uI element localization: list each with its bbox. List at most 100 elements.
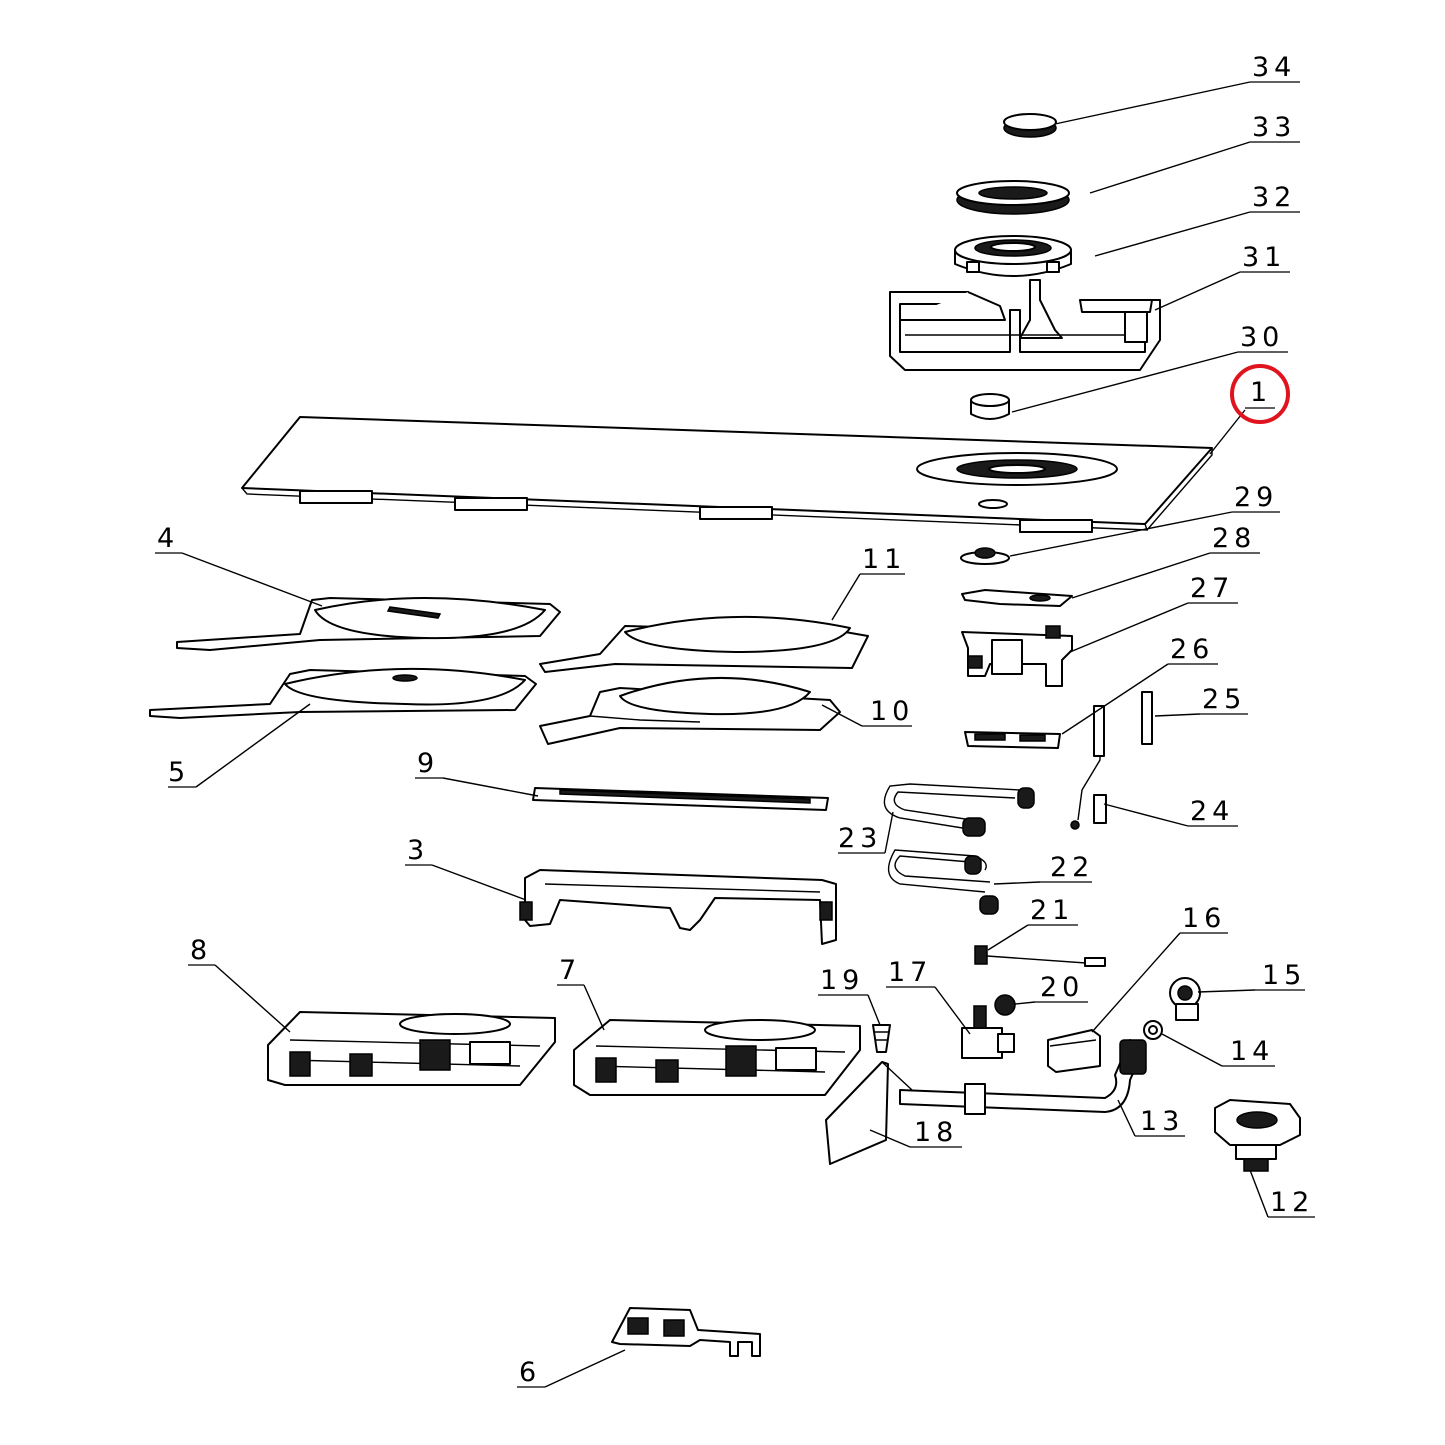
part-23-gas-pipe <box>883 783 1035 837</box>
callout-32: 32 <box>1094 182 1300 257</box>
callout-label: 3 <box>407 835 429 866</box>
callout-label: 34 <box>1252 52 1296 83</box>
part-29-seal <box>960 547 1010 565</box>
callout-12: 12 <box>1249 1169 1315 1218</box>
callout-label: 10 <box>870 696 914 727</box>
callout-label: 32 <box>1252 182 1296 213</box>
callout-label: 18 <box>914 1117 958 1148</box>
part-6-connector-module <box>611 1307 761 1357</box>
part-9-control-strip <box>532 787 829 811</box>
callout-9: 9 <box>415 748 539 797</box>
part-11-induction-coil <box>539 615 869 673</box>
highlight-circle <box>1230 364 1290 424</box>
part-32-burner-base <box>954 235 1072 277</box>
part-21-igniter-lead <box>974 945 1106 967</box>
callout-label: 1 <box>1250 377 1272 408</box>
part-8-power-board <box>267 1011 556 1086</box>
part-14-washer <box>1143 1020 1163 1040</box>
callout-label: 25 <box>1202 684 1246 715</box>
callout-label: 27 <box>1190 573 1234 604</box>
callout-20: 20 <box>1014 972 1088 1005</box>
callout-label: 33 <box>1252 112 1296 143</box>
part-4-induction-coil <box>176 597 561 651</box>
part-25-igniter-pin <box>1141 691 1153 745</box>
callout-label: 24 <box>1190 796 1234 827</box>
callout-10: 10 <box>821 696 914 727</box>
part-26-mounting-strip <box>964 731 1061 749</box>
part-10-induction-coil <box>539 676 841 745</box>
callout-label: 14 <box>1230 1036 1274 1067</box>
callout-27: 27 <box>1069 573 1238 653</box>
callout-label: 8 <box>190 935 212 966</box>
part-20-valve-nut <box>994 994 1016 1016</box>
part-30-knob-insert <box>970 393 1010 420</box>
callout-label: 20 <box>1040 972 1084 1003</box>
callout-11: 11 <box>831 544 906 621</box>
callout-label: 12 <box>1270 1187 1314 1218</box>
part-22-gas-pipe <box>887 849 999 915</box>
part-1-glass-top-plate <box>241 416 1213 533</box>
callout-label: 30 <box>1240 322 1284 353</box>
part-34-burner-cap <box>1003 113 1057 138</box>
callout-7: 7 <box>557 955 605 1031</box>
part-24-thermocouple <box>1070 705 1107 830</box>
callout-19: 19 <box>818 965 881 1026</box>
callout-label: 11 <box>862 544 906 575</box>
callout-label: 4 <box>157 523 179 554</box>
callout-label: 19 <box>820 965 864 996</box>
callout-23: 23 <box>838 811 894 854</box>
callout-17: 17 <box>886 957 971 1035</box>
callout-label: 31 <box>1242 242 1286 273</box>
callout-4: 4 <box>155 523 323 607</box>
part-12-inlet-valve <box>1214 1099 1301 1172</box>
callout-label: 23 <box>838 823 882 854</box>
part-33-burner-ring <box>956 180 1070 215</box>
callout-34: 34 <box>1054 52 1300 125</box>
callout-label: 13 <box>1140 1106 1184 1137</box>
callout-label: 29 <box>1234 482 1278 513</box>
callout-5: 5 <box>168 703 311 788</box>
part-16-regulator <box>1047 1029 1101 1073</box>
part-19-nozzle <box>872 1024 891 1053</box>
callout-label: 16 <box>1182 903 1226 934</box>
callout-label: 5 <box>168 757 190 788</box>
callout-label: 21 <box>1030 895 1074 926</box>
part-15-connector <box>1169 977 1201 1021</box>
callout-26: 26 <box>1061 634 1218 735</box>
callout-1: 1 <box>1209 364 1290 455</box>
callout-22: 22 <box>993 852 1094 885</box>
callout-label: 17 <box>888 957 932 988</box>
callout-31: 31 <box>1154 242 1290 311</box>
part-13-gas-manifold <box>899 1039 1147 1115</box>
callout-label: 22 <box>1050 852 1094 883</box>
callout-33: 33 <box>1089 112 1300 194</box>
callout-25: 25 <box>1154 684 1248 717</box>
part-28-bracket-plate <box>961 589 1073 607</box>
callout-28: 28 <box>1071 523 1260 599</box>
callout-24: 24 <box>1103 796 1238 827</box>
part-3-support-frame <box>519 869 837 945</box>
part-31-burner-housing <box>889 279 1161 371</box>
part-27-gas-valve-block <box>961 625 1073 687</box>
callout-label: 26 <box>1170 634 1214 665</box>
part-7-power-board <box>573 1019 861 1096</box>
callout-label: 9 <box>417 748 439 779</box>
callout-8: 8 <box>188 935 291 1033</box>
callout-30: 30 <box>1011 322 1288 413</box>
callout-14: 14 <box>1161 1033 1275 1067</box>
callout-21: 21 <box>987 895 1078 951</box>
callout-29: 29 <box>1009 482 1280 557</box>
callout-label: 15 <box>1262 960 1306 991</box>
callout-18: 18 <box>869 1117 962 1148</box>
callout-15: 15 <box>1197 960 1306 993</box>
callout-label: 7 <box>559 955 581 986</box>
callout-16: 16 <box>1091 903 1228 1033</box>
callout-label: 28 <box>1212 523 1256 554</box>
callout-label: 6 <box>519 1357 541 1388</box>
callout-6: 6 <box>517 1349 626 1388</box>
part-18-side-panel <box>825 1061 913 1165</box>
callout-3: 3 <box>405 835 527 901</box>
part-5-induction-coil <box>149 667 537 719</box>
